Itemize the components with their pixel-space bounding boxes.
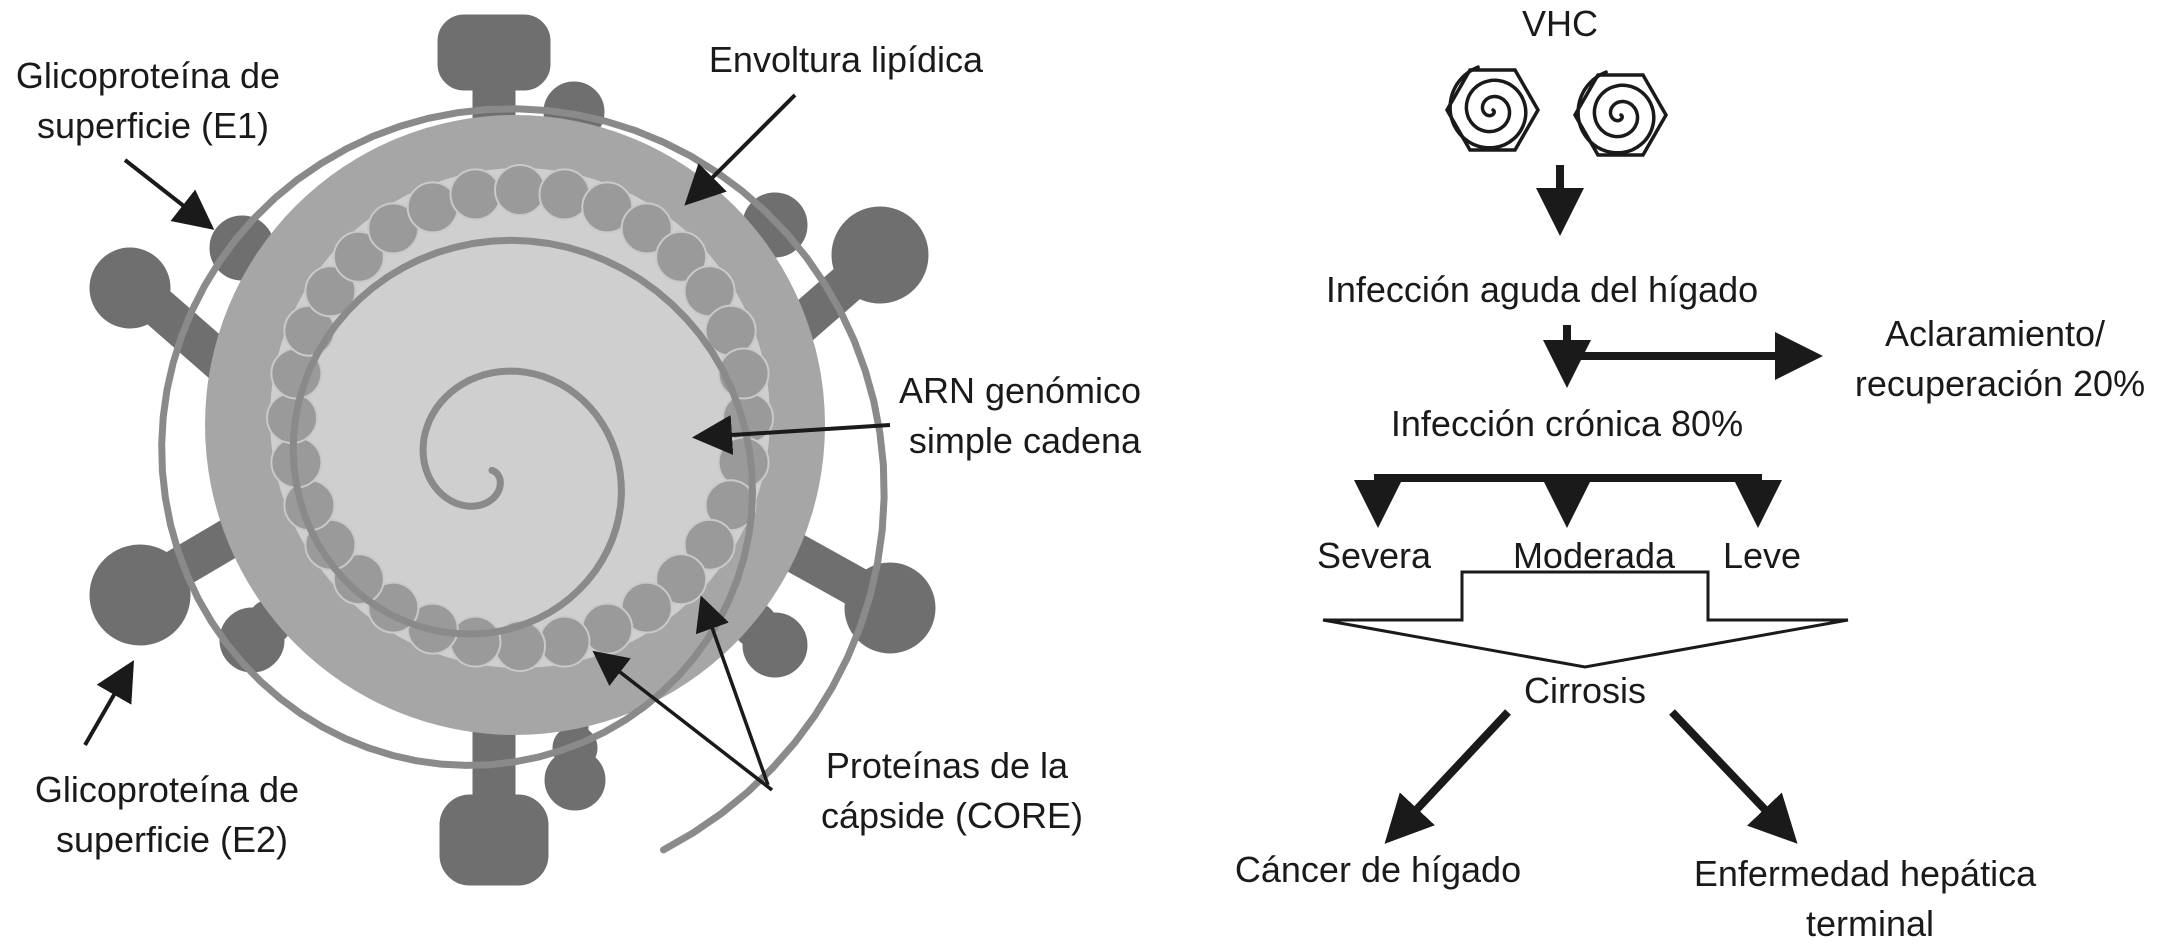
label-rna: ARN genómico simple cadena — [899, 370, 1151, 461]
capsid-protein-bead — [620, 202, 673, 255]
cirrhosis: Cirrosis — [1524, 670, 1646, 711]
arrow-capsid-1 — [592, 650, 774, 792]
mild: Leve — [1723, 535, 1801, 576]
rna-spiral — [158, 105, 888, 854]
virion — [89, 14, 936, 886]
arrow-rna — [692, 415, 891, 455]
hcv-particle-icon — [1444, 65, 1541, 152]
arrow-capsid-2 — [695, 595, 770, 786]
arrow-e1 — [123, 158, 215, 230]
capsid-protein-bead — [683, 518, 736, 571]
virion-labels: Glicoproteína de superficie (E1) Envoltu… — [16, 39, 1151, 860]
label-envelope: Envoltura lipídica — [709, 39, 984, 80]
capsid-protein-bead — [655, 553, 708, 606]
progression-flowchart: VHC Infección aguda del hígado Aclaramie… — [1235, 3, 2145, 944]
capsid-protein-bead — [655, 230, 708, 283]
capsid-protein-bead — [332, 553, 385, 606]
clearance: Aclaramiento/ recuperación 20% — [1855, 313, 2145, 404]
capsid-protein-bead — [494, 164, 546, 216]
spike-e2 — [89, 517, 246, 646]
arrow-to-end-stage — [1669, 709, 1798, 844]
label-capsid: Proteínas de la cápside (CORE) — [821, 745, 1083, 836]
convergence-funnel — [1322, 570, 1849, 669]
vhc-title: VHC — [1522, 3, 1598, 44]
spike-left-upper — [89, 247, 244, 386]
capsid-proteins — [266, 164, 774, 672]
arrow-e2 — [83, 660, 134, 746]
chronic-infection: Infección crónica 80% — [1391, 403, 1743, 444]
capsid-protein-bead — [332, 230, 385, 283]
arrow-envelope — [684, 93, 797, 206]
acute-infection: Infección aguda del hígado — [1326, 269, 1758, 310]
capsid-protein-bead — [304, 265, 357, 318]
liver-cancer: Cáncer de hígado — [1235, 849, 1521, 890]
label-e1: Glicoproteína de superficie (E1) — [16, 55, 290, 146]
severe: Severa — [1317, 535, 1432, 576]
capsid-protein-bead — [538, 615, 591, 668]
label-e2: Glicoproteína de superficie (E2) — [35, 769, 309, 860]
core-interior — [270, 168, 770, 668]
spike-upper-right-large — [786, 206, 929, 341]
moderate: Moderada — [1513, 535, 1676, 576]
hcv-particle-icon — [1572, 70, 1669, 157]
spike-lower-right-large — [780, 532, 936, 654]
end-stage-liver-disease: Enfermedad hepática terminal — [1694, 853, 2046, 944]
arrow-to-cancer — [1384, 709, 1511, 844]
capsid-protein-bead — [449, 168, 502, 221]
